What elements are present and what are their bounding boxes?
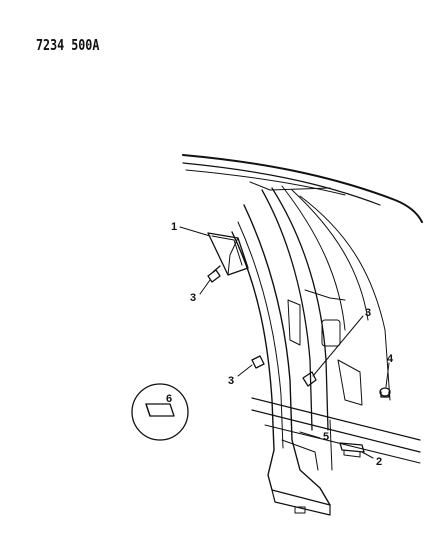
screw-middle xyxy=(251,355,265,369)
screw-right xyxy=(302,371,317,387)
callout-4: 4 xyxy=(387,353,394,365)
plug xyxy=(379,387,391,398)
diagram-code: 7234 500A xyxy=(36,36,100,54)
screw-upper xyxy=(207,265,221,283)
b-pillar xyxy=(261,185,391,431)
clip xyxy=(339,442,365,458)
callout-2: 2 xyxy=(376,456,382,468)
callout-3-right: 3 xyxy=(365,307,371,319)
upper-trim-bracket xyxy=(207,232,249,276)
callout-3-middle: 3 xyxy=(228,375,234,387)
callout-3-upper: 3 xyxy=(190,292,196,304)
callout-5: 5 xyxy=(323,431,329,443)
callout-6: 6 xyxy=(166,393,172,405)
callout-1: 1 xyxy=(171,221,177,233)
pillar-trim-panel xyxy=(231,204,331,516)
detail-inset-cap xyxy=(131,383,189,441)
sill-panel xyxy=(251,397,421,471)
leader-lines xyxy=(179,226,390,459)
roof-rail xyxy=(182,154,423,223)
